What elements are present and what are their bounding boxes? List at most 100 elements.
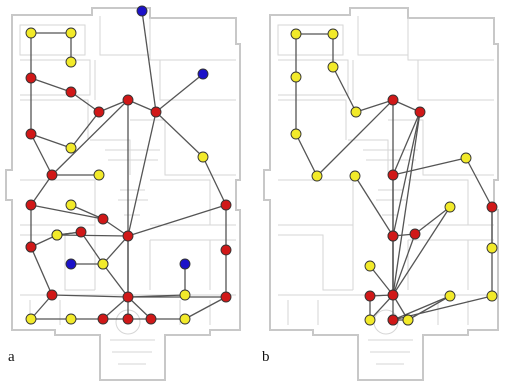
- panel-label-b: b: [262, 349, 270, 365]
- edge-b9-b23: [392, 111, 421, 296]
- node-yellow-a33: [179, 289, 191, 301]
- edge-b9-b10: [392, 111, 421, 176]
- node-red-a10: [150, 106, 162, 118]
- node-red-a34: [122, 291, 134, 303]
- node-red-a17: [97, 213, 109, 225]
- node-yellow-b2: [327, 28, 339, 40]
- node-red-a14: [46, 169, 58, 181]
- node-blue-a7: [197, 68, 209, 80]
- edge-b18-b23: [392, 233, 416, 296]
- edge-a21-a22: [127, 204, 227, 237]
- edge-a32-a40: [184, 296, 227, 320]
- node-red-a16: [25, 199, 37, 211]
- edge-b18-b14: [414, 206, 451, 235]
- edge-a5-a8: [70, 91, 100, 113]
- node-yellow-b3: [290, 71, 302, 83]
- edge-a15-a22: [202, 156, 227, 206]
- node-yellow-a29: [97, 258, 109, 270]
- floor-plan-a: [5, 7, 241, 381]
- node-yellow-b1: [290, 28, 302, 40]
- edge-a19-a25: [80, 231, 104, 265]
- node-red-a39: [145, 313, 157, 325]
- node-yellow-a36: [65, 313, 77, 325]
- node-red-a32: [220, 291, 232, 303]
- node-red-b18: [409, 228, 421, 240]
- edge-b17-b23: [369, 265, 394, 296]
- edge-a34-a37: [102, 296, 129, 320]
- node-yellow-b12: [460, 152, 472, 164]
- node-yellow-b6: [327, 61, 339, 73]
- node-red-a4: [25, 72, 37, 84]
- node-red-a8: [93, 106, 105, 118]
- node-red-a22: [220, 199, 232, 211]
- node-red-a11: [25, 128, 37, 140]
- node-yellow-a15: [197, 151, 209, 163]
- node-red-a38: [122, 313, 134, 325]
- node-red-a19: [75, 226, 87, 238]
- edge-b21-b23: [369, 294, 394, 321]
- edge-b7-b8: [355, 99, 394, 113]
- node-red-b16: [486, 201, 498, 213]
- edge-b10-b12: [392, 157, 467, 176]
- node-yellow-a13: [93, 169, 105, 181]
- node-yellow-a40: [179, 313, 191, 325]
- nodes-panel-a: [25, 5, 232, 325]
- node-red-a37: [97, 313, 109, 325]
- node-red-b23: [387, 289, 399, 301]
- node-yellow-b17: [364, 260, 376, 272]
- edge-b6-b7: [332, 66, 357, 113]
- edge-a31-a34: [51, 294, 129, 298]
- edge-a11-a14: [30, 133, 53, 176]
- node-yellow-a35: [25, 313, 37, 325]
- edge-a20-a21: [56, 234, 129, 237]
- edge-b14-b23: [392, 206, 451, 296]
- edge-b24-b27: [392, 295, 451, 321]
- node-red-b8: [387, 94, 399, 106]
- node-yellow-a18: [65, 199, 77, 211]
- node-red-b27: [387, 314, 399, 326]
- node-red-a27: [220, 244, 232, 256]
- node-yellow-b15: [486, 242, 498, 254]
- edge-b12-b16: [465, 157, 493, 208]
- node-red-a21: [122, 230, 134, 242]
- nodes-panel-b: [290, 28, 498, 326]
- node-yellow-b11: [349, 170, 361, 182]
- node-red-a9: [122, 94, 134, 106]
- edge-a4-a5: [30, 77, 72, 93]
- node-red-a31: [46, 289, 58, 301]
- node-yellow-b4: [290, 128, 302, 140]
- panel-label-a: a: [8, 349, 15, 365]
- node-blue-a28: [65, 258, 77, 270]
- edge-b4-b5: [295, 133, 318, 177]
- node-blue-a6: [136, 5, 148, 17]
- edge-a10-a21: [127, 111, 157, 237]
- node-yellow-b7: [350, 106, 362, 118]
- edge-a11-a12: [30, 133, 72, 149]
- edge-a16-a17: [30, 204, 104, 220]
- edge-a9-a14: [51, 99, 129, 176]
- node-yellow-b14: [444, 201, 456, 213]
- node-blue-a30: [179, 258, 191, 270]
- node-red-b19: [387, 230, 399, 242]
- edge-a10-a15: [155, 111, 204, 158]
- node-yellow-a24: [51, 229, 63, 241]
- edge-b13-b11: [354, 175, 394, 237]
- edge-a34-a29: [102, 263, 129, 298]
- node-red-b10: [387, 169, 399, 181]
- edge-b5-b8: [316, 99, 394, 177]
- edge-a6-a10: [141, 10, 157, 113]
- edge-a17-a18: [70, 204, 104, 220]
- node-yellow-b24: [444, 290, 456, 302]
- edge-a7-a10: [155, 73, 204, 113]
- edge-a14-a16: [30, 174, 53, 206]
- node-yellow-b5: [311, 170, 323, 182]
- node-yellow-a2: [65, 27, 77, 39]
- node-yellow-b21: [364, 314, 376, 326]
- edge-a8-a12: [70, 111, 100, 149]
- node-red-a5: [65, 86, 77, 98]
- edge-a26-a31: [30, 246, 53, 296]
- edge-b9-b13: [392, 111, 421, 237]
- edge-a25-a21: [102, 235, 129, 265]
- node-red-a26: [25, 241, 37, 253]
